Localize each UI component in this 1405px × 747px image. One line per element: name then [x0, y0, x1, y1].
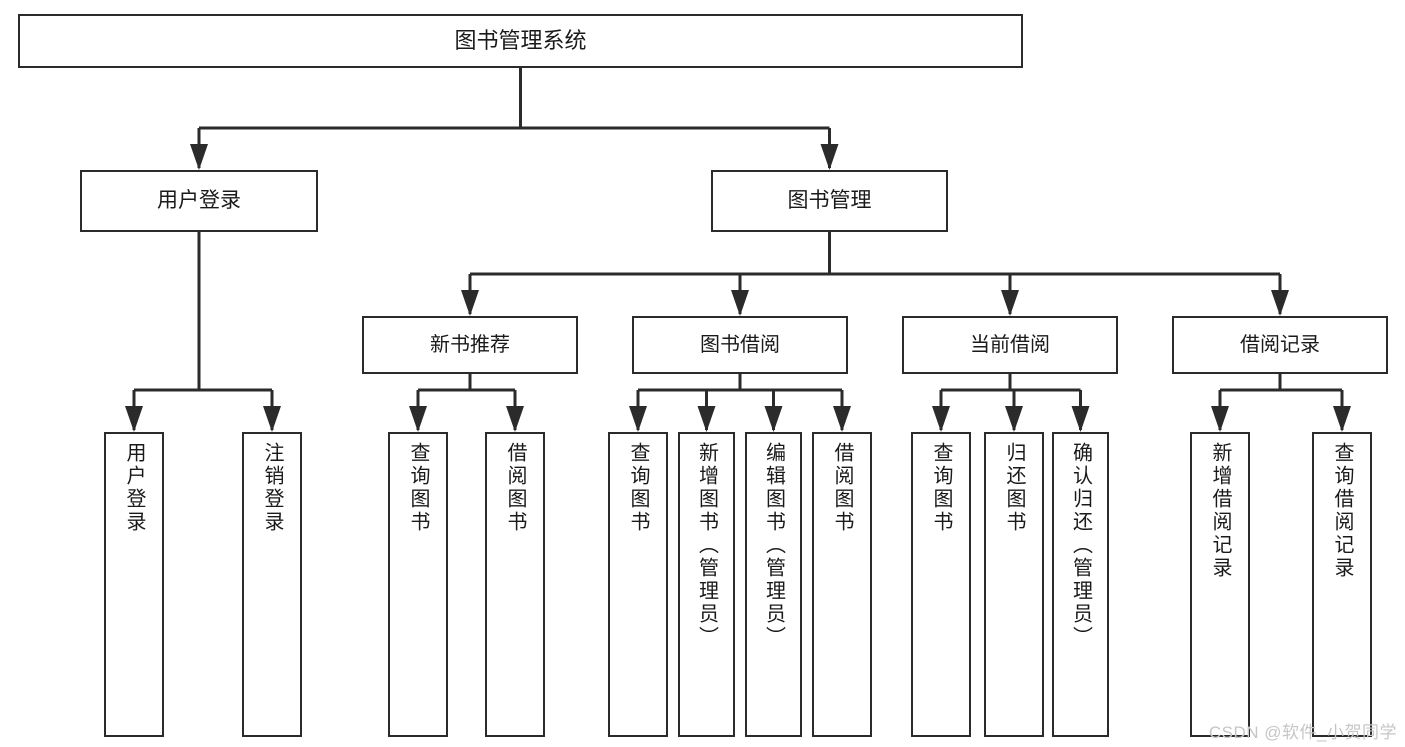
arrow-icon-current-borrow-0 [932, 406, 950, 432]
node-label: 查询图书 [930, 442, 952, 534]
node-leaf-borrow-edit[interactable]: 编辑图书（管理员） [745, 432, 802, 737]
node-label: 查询图书 [627, 442, 649, 534]
node-label: 新增图书（管理员） [695, 442, 718, 649]
node-label: 用户登录 [157, 188, 241, 212]
arrow-icon-book-borrow-1 [697, 406, 716, 432]
arrow-icon-book-manage-2 [1001, 290, 1019, 316]
arrow-icon-book-manage-3 [1271, 290, 1289, 316]
node-current-borrow[interactable]: 当前借阅 [902, 316, 1118, 374]
node-user-login[interactable]: 用户登录 [80, 170, 318, 232]
node-root[interactable]: 图书管理系统 [18, 14, 1023, 68]
node-label: 当前借阅 [970, 333, 1050, 356]
arrow-icon-borrow-record-1 [1333, 406, 1351, 432]
arrow-icon-book-borrow-0 [629, 406, 647, 432]
node-leaf-borrow-add[interactable]: 新增图书（管理员） [678, 432, 735, 737]
node-label: 用户登录 [123, 442, 145, 534]
node-leaf-user-login[interactable]: 用户登录 [104, 432, 164, 737]
node-label: 图书管理 [787, 188, 872, 212]
arrow-icon-user-login-1 [263, 406, 281, 432]
node-label: 新增借阅记录 [1209, 442, 1231, 580]
node-label: 借阅图书 [504, 442, 526, 534]
node-borrow-record[interactable]: 借阅记录 [1172, 316, 1388, 374]
node-label: 借阅图书 [831, 442, 853, 534]
arrow-icon-new-book-rec-0 [409, 406, 427, 432]
node-leaf-cur-return[interactable]: 归还图书 [984, 432, 1044, 737]
arrow-icon-root-0 [190, 144, 208, 170]
arrow-icon-current-borrow-1 [1005, 406, 1023, 432]
node-leaf-rec-query2[interactable]: 查询借阅记录 [1312, 432, 1372, 737]
node-leaf-rec-query[interactable]: 查询图书 [388, 432, 448, 737]
arrow-icon-root-1 [820, 144, 839, 170]
node-label: 查询借阅记录 [1331, 442, 1353, 580]
arrow-icon-current-borrow-2 [1071, 406, 1090, 432]
arrow-icon-new-book-rec-1 [506, 406, 524, 432]
node-leaf-cur-confirm[interactable]: 确认归还（管理员） [1052, 432, 1109, 737]
node-label: 查询图书 [407, 442, 429, 534]
arrow-icon-book-manage-1 [731, 290, 749, 316]
arrow-icon-book-manage-0 [461, 290, 479, 316]
node-label: 确认归还（管理员） [1069, 442, 1092, 649]
arrow-icon-book-borrow-3 [833, 406, 851, 432]
node-leaf-rec-add[interactable]: 新增借阅记录 [1190, 432, 1250, 737]
arrow-icon-borrow-record-0 [1211, 406, 1229, 432]
node-label: 注销登录 [261, 442, 283, 534]
node-label: 图书借阅 [700, 333, 780, 356]
node-label: 图书管理系统 [454, 28, 587, 54]
node-book-manage[interactable]: 图书管理 [711, 170, 948, 232]
arrow-icon-user-login-0 [125, 406, 143, 432]
node-leaf-cur-query[interactable]: 查询图书 [911, 432, 971, 737]
node-leaf-rec-borrow[interactable]: 借阅图书 [485, 432, 545, 737]
node-label: 编辑图书（管理员） [762, 442, 785, 649]
node-leaf-borrow-lend[interactable]: 借阅图书 [812, 432, 872, 737]
node-book-borrow[interactable]: 图书借阅 [632, 316, 848, 374]
node-leaf-user-logout[interactable]: 注销登录 [242, 432, 302, 737]
node-leaf-borrow-query[interactable]: 查询图书 [608, 432, 668, 737]
node-new-book-rec[interactable]: 新书推荐 [362, 316, 578, 374]
arrow-icon-book-borrow-2 [764, 406, 783, 432]
node-label: 归还图书 [1003, 442, 1025, 534]
node-label: 新书推荐 [430, 333, 510, 356]
watermark: CSDN @软件_小贺同学 [1208, 723, 1397, 742]
node-label: 借阅记录 [1240, 333, 1320, 356]
